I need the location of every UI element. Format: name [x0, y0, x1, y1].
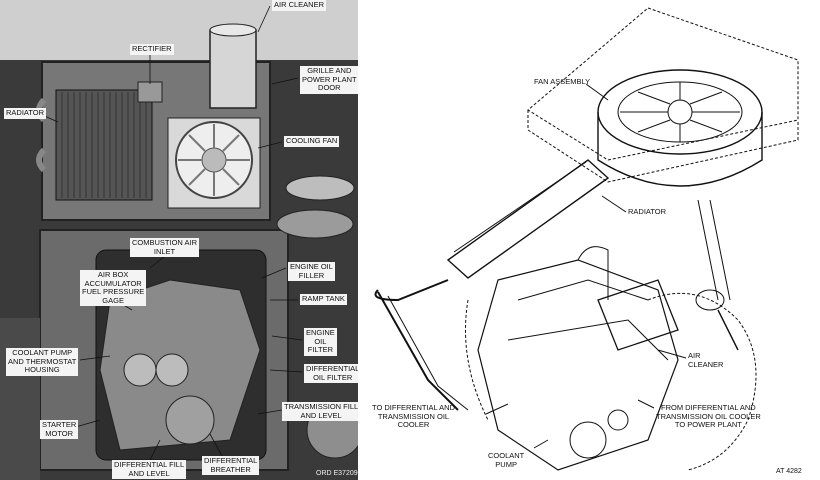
label-air-cleaner-drawing: AIR CLEANER [688, 351, 724, 369]
belt-drive [697, 199, 731, 301]
label-starter-motor: STARTER MOTOR [40, 420, 79, 439]
cooling-system-line-drawing [374, 7, 799, 471]
radiator-tube [446, 159, 610, 279]
coolant-pipe-left [374, 279, 459, 411]
label-air-cleaner-photo: AIR CLEANER [272, 0, 327, 11]
photo-panel: AIR CLEANER RECTIFIER GRILLE AND POWER P… [0, 0, 362, 480]
label-from-differential: FROM DIFFERENTIAL AND TRANSMISSION OIL C… [656, 403, 761, 429]
label-engine-oil-filter: ENGINE OIL FILTER [304, 328, 337, 356]
label-differential-oil-filter: DIFFERENTIAL OIL FILTER [304, 364, 362, 383]
label-transmission-fill: TRANSMISSION FILL AND LEVEL [282, 402, 361, 421]
label-engine-oil-filler: ENGINE OIL FILLER [288, 262, 335, 281]
label-grille-and-power-plant-door: GRILLE AND POWER PLANT DOOR [300, 66, 359, 94]
label-rectifier: RECTIFIER [130, 44, 174, 55]
label-cooling-fan: COOLING FAN [284, 136, 340, 147]
label-air-box-accumulator: AIR BOX ACCUMULATOR FUEL PRESSURE GAGE [80, 270, 147, 306]
label-to-differential: TO DIFFERENTIAL AND TRANSMISSION OIL COO… [372, 403, 455, 429]
label-combustion-air-inlet: COMBUSTION AIR INLET [130, 238, 200, 257]
drawing-panel: FAN ASSEMBLY RADIATOR AIR CLEANER TO DIF… [358, 0, 820, 480]
photo-reference-code: ORD E37209 [316, 470, 358, 477]
label-radiator-photo: RADIATOR [4, 108, 47, 119]
engine-assembly [477, 259, 679, 471]
label-radiator-drawing: RADIATOR [628, 207, 667, 216]
label-fan-assembly: FAN ASSEMBLY [534, 77, 591, 86]
air-cleaner-box [597, 279, 679, 351]
label-ramp-tank: RAMP TANK [300, 294, 347, 305]
air-cleaner-canister [209, 29, 257, 109]
label-coolant-pump-thermostat: COOLANT PUMP AND THERMOSTAT HOUSING [6, 348, 79, 376]
label-coolant-pump: COOLANT PUMP [488, 451, 525, 469]
rectifier-box [137, 81, 163, 103]
drawing-reference-code: AT 4282 [776, 468, 802, 475]
label-differential-breather: DIFFERENTIAL BREATHER [202, 456, 260, 475]
label-differential-fill: DIFFERENTIAL FILL AND LEVEL [112, 460, 187, 479]
